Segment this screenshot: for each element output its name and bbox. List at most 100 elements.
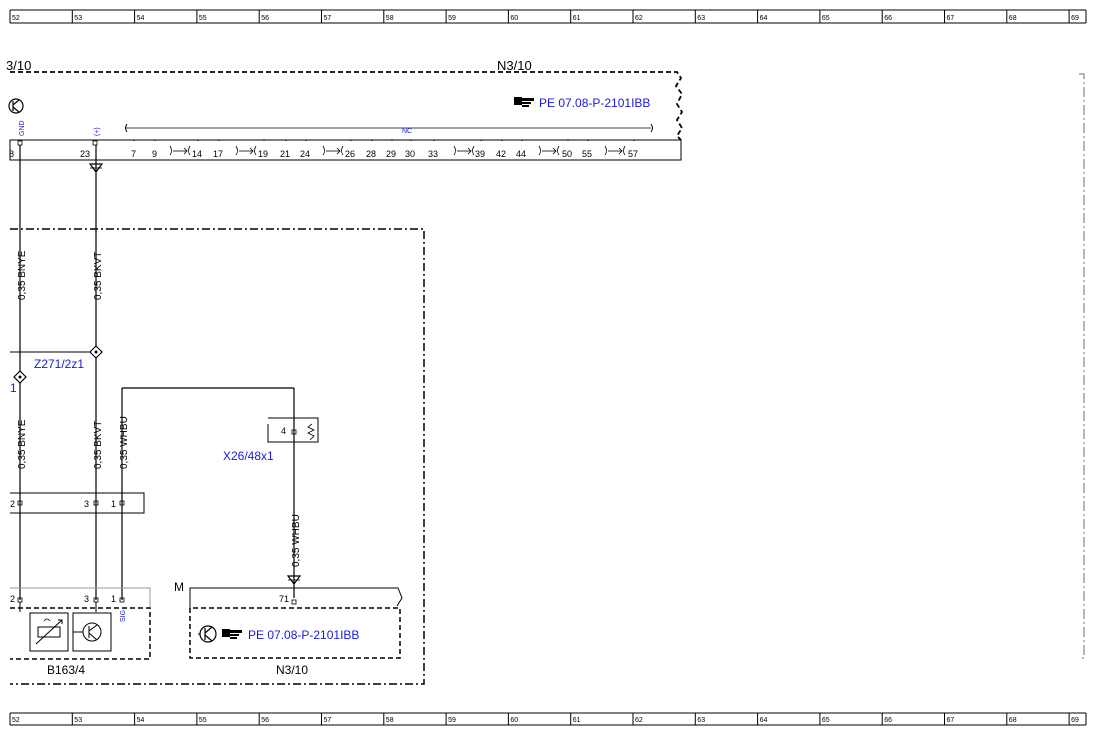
- module-label-n3-10: N3/10: [497, 58, 532, 73]
- bridge-left: [538, 145, 541, 156]
- splice-left-label: 1: [10, 381, 17, 395]
- bridge-left: [604, 145, 607, 156]
- connector-pin: 30: [405, 149, 415, 159]
- ruler-number: 52: [12, 15, 20, 22]
- wire-label-bkvt-2: 0,35 BKVT: [93, 421, 104, 469]
- pin-4: 4: [281, 426, 286, 436]
- sensor-label-b163: B163/4: [47, 663, 85, 677]
- ruler-number: 62: [635, 15, 643, 22]
- ruler-number: 58: [386, 15, 394, 22]
- connector-pin: 24: [300, 149, 310, 159]
- ruler-number: 54: [137, 717, 145, 724]
- connector-x26-48x1: 4: [267, 417, 319, 443]
- ruler-number: 65: [822, 15, 830, 22]
- ruler-number: 54: [137, 15, 145, 22]
- bridge-right: [341, 145, 344, 156]
- connector-pin: 29: [386, 149, 396, 159]
- ruler-number: 61: [573, 15, 581, 22]
- sensor-b163-4: 2 3 1 SIG: [10, 587, 151, 660]
- splice-label-z271[interactable]: Z271/2z1: [34, 357, 84, 371]
- gnd-label: GND: [19, 120, 26, 136]
- nc-label: NC: [402, 128, 412, 135]
- bridge-left: [322, 145, 325, 156]
- plus-label: (+): [94, 127, 101, 136]
- ruler-number: 69: [1071, 15, 1079, 22]
- ruler-number: 68: [1009, 15, 1017, 22]
- n3-10-bottom-module: M 71 PE 07.08-P-2101IBB: [174, 580, 403, 659]
- bridge-right: [557, 145, 560, 156]
- n3-10-top-module: 3/10 N3/10 PE 07.08-P-2101IBB GND (+) NC: [6, 58, 684, 161]
- ruler-number: 57: [324, 15, 332, 22]
- ruler-number: 53: [74, 15, 82, 22]
- wires: [10, 145, 295, 600]
- ruler-number: 65: [822, 717, 830, 724]
- ruler-number: 55: [199, 15, 207, 22]
- bridge-arrow: [618, 147, 623, 155]
- ruler-number: 52: [12, 717, 20, 724]
- ruler-number: 66: [884, 717, 892, 724]
- ruler-number: 55: [199, 717, 207, 724]
- pin-71: 71: [279, 594, 289, 604]
- transistor-icon: [8, 98, 24, 114]
- connector-pin: 50: [562, 149, 572, 159]
- ruler-number: 67: [947, 717, 955, 724]
- temperature-sensor-icon: [35, 618, 63, 645]
- connector-pin: 14: [192, 149, 202, 159]
- left-module-label: 3/10: [6, 58, 31, 73]
- ruler-number: 56: [261, 15, 269, 22]
- mid-pin-3: 3: [84, 499, 89, 509]
- pin-bridges: [169, 145, 626, 156]
- wire-label-whbu: 0,35 WHBU: [119, 416, 130, 469]
- wire-label-bkvt: 0,35 BKVT: [93, 252, 104, 300]
- pin-8: 8: [9, 149, 14, 159]
- connector-pin: 7: [131, 149, 136, 159]
- ruler-number: 63: [697, 15, 705, 22]
- harness-frame: [10, 228, 425, 685]
- connector-pin: 26: [345, 149, 355, 159]
- ruler-number: 58: [386, 717, 394, 724]
- connector-pin: 19: [258, 149, 268, 159]
- connector-pin: 17: [213, 149, 223, 159]
- ruler-number: 60: [510, 717, 518, 724]
- connector-pin: 21: [280, 149, 290, 159]
- low-pin-1: 1: [111, 594, 116, 604]
- ruler-number: 60: [510, 15, 518, 22]
- connector-pin: 33: [428, 149, 438, 159]
- wire-label-bnye: 0,35 BNYE: [17, 250, 28, 300]
- splice-icon: [13, 370, 27, 384]
- module-reference-link[interactable]: PE 07.08-P-2101IBB: [539, 96, 650, 110]
- connector-pin: 42: [496, 149, 506, 159]
- bridge-arrow: [249, 147, 254, 155]
- connector-pin: 9: [152, 149, 157, 159]
- ruler-number: 56: [261, 717, 269, 724]
- ruler-number: 61: [573, 717, 581, 724]
- bridge-arrow: [183, 147, 188, 155]
- wire-label-whbu-2: 0,35 WHBU: [291, 514, 302, 567]
- mid-connector: 2 3 1: [10, 492, 145, 514]
- mid-pin-1: 1: [111, 499, 116, 509]
- ruler-number: 63: [697, 717, 705, 724]
- ruler-number: 67: [947, 15, 955, 22]
- bottom-module-reference-link[interactable]: PE 07.08-P-2101IBB: [248, 628, 359, 642]
- wire-label-bnye-2: 0,35 BNYE: [17, 419, 28, 469]
- connector-label-x26[interactable]: X26/48x1: [223, 449, 274, 463]
- bridge-right: [188, 145, 191, 156]
- ruler-number: 68: [1009, 717, 1017, 724]
- ruler-number: 59: [448, 15, 456, 22]
- pin-23: 23: [80, 149, 90, 159]
- m-label: M: [174, 580, 184, 594]
- bridge-left: [169, 145, 172, 156]
- ruler-number: 64: [760, 15, 768, 22]
- bridge-right: [472, 145, 475, 156]
- right-frame: [1079, 73, 1085, 659]
- bridge-right: [623, 145, 626, 156]
- connector-pin: 55: [582, 149, 592, 159]
- bottom-module-label: N3/10: [276, 663, 308, 677]
- connector-pin: 39: [475, 149, 485, 159]
- transistor-icon: [73, 622, 102, 642]
- bridge-right: [254, 145, 257, 156]
- ruler-number: 64: [760, 717, 768, 724]
